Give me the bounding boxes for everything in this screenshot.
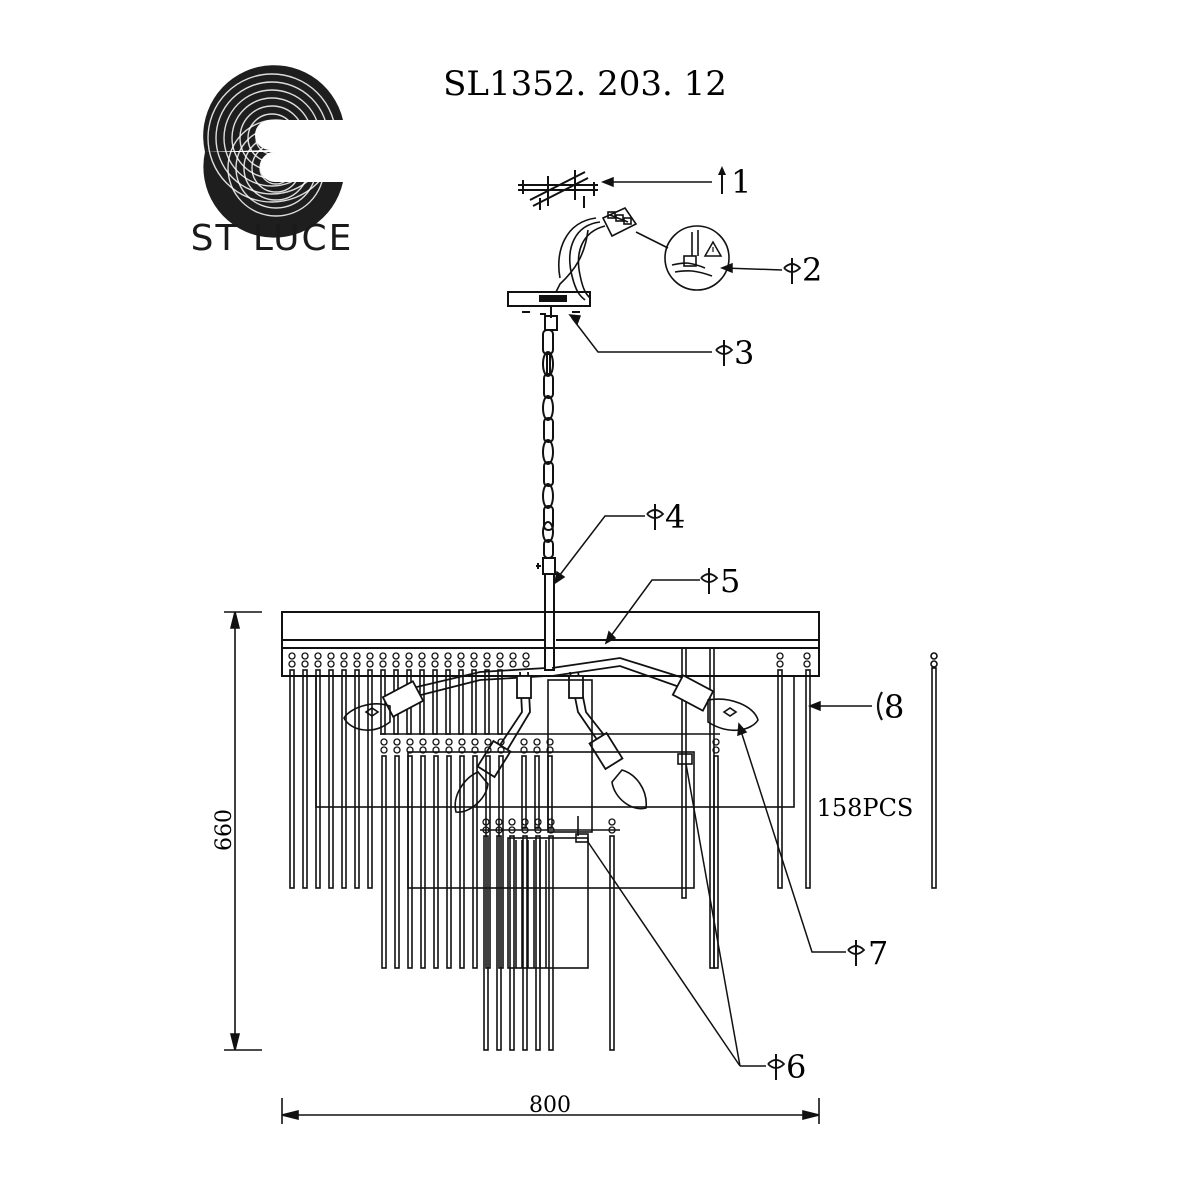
callout-8: 8: [876, 688, 904, 726]
callout-8-label: 8: [884, 688, 904, 726]
callout-2-label: 2: [802, 251, 822, 289]
callout-7-label: 7: [868, 934, 888, 972]
brand-name: ST LUCE: [191, 218, 354, 259]
logo-swirl-icon: [203, 65, 343, 238]
callout-5-label: 5: [720, 562, 740, 600]
top-frame: [281, 611, 820, 677]
crystal-beads-middle-row: [380, 738, 720, 754]
callout-leader-4: [553, 515, 645, 585]
callout-leader-6: [587, 763, 766, 1067]
callout-5: 5: [700, 562, 740, 600]
callout-4: 4: [646, 498, 685, 536]
inner-crystal-rods: [483, 835, 615, 1051]
callout-1: 1: [718, 163, 751, 201]
suspension-chain: [542, 329, 554, 559]
central-rod: [536, 557, 556, 671]
middle-crystal-rods: [381, 755, 719, 969]
callout-1-label: 1: [731, 163, 751, 201]
model-code: SL1352. 203. 12: [443, 64, 727, 104]
callout-6: 6: [767, 1048, 806, 1086]
callout-4-label: 4: [665, 498, 685, 536]
inner-crystal-frame: [480, 679, 693, 969]
callout-2: 2: [783, 251, 822, 289]
terminal-block: [601, 206, 638, 238]
width-dimension-line: [281, 1098, 820, 1124]
mounting-bracket: [518, 170, 598, 210]
callout-leader-1: [600, 176, 712, 188]
callout-6-label: 6: [786, 1048, 806, 1086]
supply-wires: [555, 217, 606, 301]
callout-7: 7: [847, 934, 888, 972]
height-dimension-value: 660: [212, 809, 237, 851]
warning-triangle-icon: [703, 240, 723, 257]
wiring-detail-circle: [635, 225, 730, 291]
crystal-beads-inner-row: [482, 818, 616, 834]
callout-3-label: 3: [734, 334, 754, 372]
light-arms: [403, 657, 691, 753]
callout-leader-7: [737, 722, 846, 953]
callout-leader-8: [807, 700, 872, 712]
height-dimension-line: [224, 611, 262, 1051]
candle-bulbs: [343, 698, 759, 813]
bulb-sockets: [381, 674, 715, 779]
middle-crystal-frame: [380, 733, 720, 889]
crystal-beads-top-row: [288, 652, 811, 668]
quantity-label: 158PCS: [817, 794, 914, 822]
single-crystal-rod-detail: [930, 652, 938, 889]
width-dimension-value: 800: [529, 1093, 571, 1118]
callout-3: 3: [715, 334, 754, 372]
brand-logo: ST LUCE: [191, 65, 354, 259]
callout-leader-2: [719, 262, 783, 274]
callout-leader-3: [568, 314, 712, 353]
callout-leader-5: [604, 579, 700, 645]
outer-crystal-rods: [289, 647, 811, 969]
